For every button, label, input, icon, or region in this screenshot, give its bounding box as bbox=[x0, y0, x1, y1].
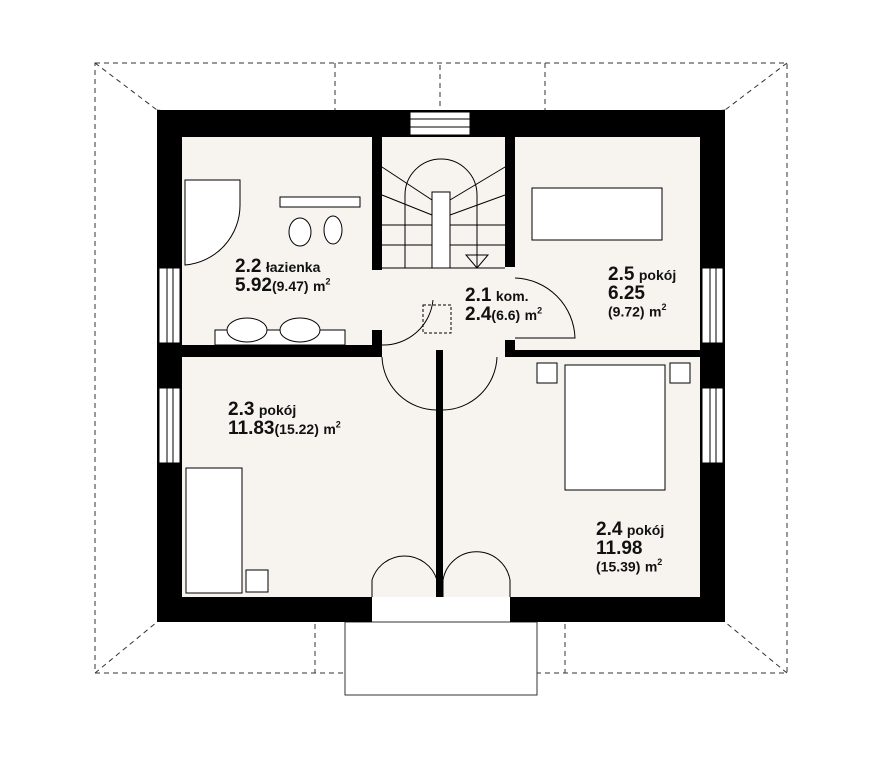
room-label-2-2: 2.2 łazienka 5.92(9.47) m2 bbox=[235, 256, 331, 296]
room-label-2-5: 2.5 pokój 6.25 (9.72) m2 bbox=[608, 264, 677, 320]
walls bbox=[157, 110, 725, 622]
room-label-2-1: 2.1 kom. 2.4(6.6) m2 bbox=[465, 285, 543, 325]
bed-2-4 bbox=[564, 364, 666, 491]
room-label-2-4: 2.4 pokój 11.98 (15.39) m2 bbox=[596, 519, 665, 575]
doors bbox=[371, 277, 576, 597]
bathtub bbox=[184, 179, 241, 266]
staircase bbox=[380, 158, 506, 269]
room-label-2-3: 2.3 pokój 11.83(15.22) m2 bbox=[228, 399, 341, 439]
windows bbox=[158, 111, 724, 464]
balcony bbox=[344, 621, 538, 696]
bed-2-3 bbox=[185, 467, 243, 594]
furniture bbox=[184, 179, 691, 594]
bed-2-5 bbox=[531, 187, 663, 241]
